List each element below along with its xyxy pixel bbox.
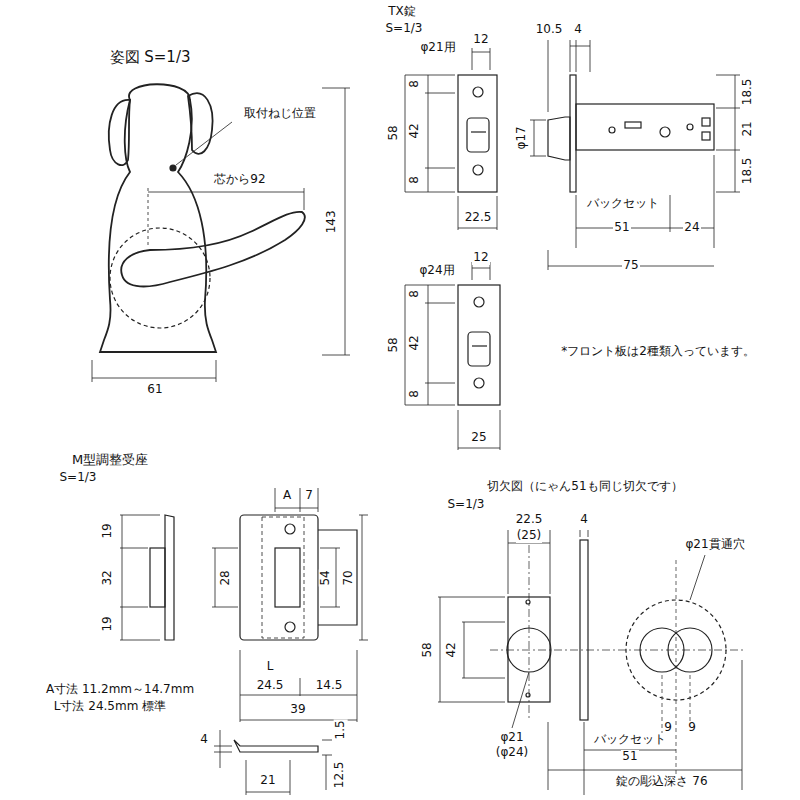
cutout-drawing (438, 530, 745, 795)
dimension-label: 14.5 (315, 679, 344, 693)
dimension-label: 12 (472, 251, 489, 265)
dimension-label: φ24用 (418, 264, 455, 278)
dimension-label: M型調整受座 (71, 453, 149, 468)
dimension-label: φ21 (499, 731, 524, 745)
dimension-label: 1.5 (334, 719, 348, 740)
dimension-label: 19 (101, 615, 115, 632)
dimension-label: 51 (613, 221, 630, 235)
dimension-label: A (282, 489, 292, 503)
dimension-label: 芯から92 (213, 173, 266, 187)
latch-side-view (530, 40, 740, 270)
dimension-label: 75 (622, 259, 639, 273)
dimension-label: 12.5 (333, 761, 347, 790)
dimension-label: φ21貫通穴 (684, 538, 745, 552)
dimension-label: 28 (219, 569, 233, 586)
dimension-label: 21 (259, 774, 276, 788)
dimension-label: 18.5 (741, 78, 755, 107)
dimension-label: 12 (472, 33, 489, 47)
strike-plate (120, 488, 368, 795)
dimension-label: 42 (408, 122, 422, 139)
dimension-label: (φ24) (495, 746, 530, 760)
dimension-label: S=1/3 (447, 498, 486, 512)
dimension-label: S=1/3 (385, 22, 424, 36)
dimension-label: 42 (408, 334, 422, 351)
dimension-label: L寸法 24.5mm 標準 (53, 700, 167, 714)
lever-figure (92, 84, 350, 382)
dimension-label: 25 (470, 431, 487, 445)
dimension-label: 58 (421, 641, 435, 658)
dimension-label: 4 (199, 733, 209, 747)
dimension-label: 8 (408, 175, 422, 185)
dimension-label: 22.5 (464, 211, 493, 225)
dimension-label: 7 (304, 489, 314, 503)
dimension-label: A寸法 11.2mm～14.7mm (45, 683, 195, 697)
dimension-label: L (266, 660, 275, 674)
dimension-label: 70 (342, 569, 356, 586)
dimension-label: 58 (387, 124, 401, 141)
dimension-label: 9 (687, 721, 697, 735)
dimension-label: 18.5 (741, 157, 755, 186)
dimension-label: 51 (621, 750, 638, 764)
dimension-label: S=1/3 (59, 471, 98, 485)
dimension-label: *フロント板は2種類入っています。 (560, 345, 756, 359)
dimension-label: 4 (573, 23, 583, 37)
dimension-label: 8 (408, 389, 422, 399)
dimension-label: 24.5 (256, 679, 285, 693)
dimension-label: 61 (146, 383, 163, 397)
dimension-label: 32 (101, 569, 115, 586)
front-plate-21 (405, 48, 497, 230)
dimension-label: バックセット (593, 733, 667, 747)
dimension-label: 10.5 (535, 23, 564, 37)
dimension-label: 8 (408, 79, 422, 89)
dimension-label: TX錠 (387, 5, 417, 19)
dimension-label: 24 (683, 221, 700, 235)
dimension-label: 切欠図（にゃん51も同じ切欠です） (486, 480, 683, 494)
dimension-label: 取付ねじ位置 (243, 107, 317, 121)
dimension-label: 錠の彫込深さ 76 (615, 775, 708, 789)
dimension-label: φ21用 (419, 41, 456, 55)
dimension-label: 4 (579, 513, 589, 527)
dimension-label: 39 (289, 703, 306, 717)
dimension-label: 8 (408, 289, 422, 299)
dimension-label: 58 (387, 336, 401, 353)
dimension-label: 19 (101, 522, 115, 539)
dimension-label: (25) (516, 529, 543, 543)
dimension-label: 54 (319, 569, 333, 586)
dimension-label: 22.5 (515, 513, 544, 527)
dimension-label: バックセット (586, 197, 660, 211)
dimension-label: 21 (741, 120, 755, 137)
front-plate-24 (405, 262, 500, 450)
dimension-label: 143 (324, 210, 338, 235)
dimension-label: φ17 (515, 125, 529, 150)
dimension-label: 42 (445, 641, 459, 658)
dimension-label: 姿図 S=1/3 (109, 49, 192, 66)
